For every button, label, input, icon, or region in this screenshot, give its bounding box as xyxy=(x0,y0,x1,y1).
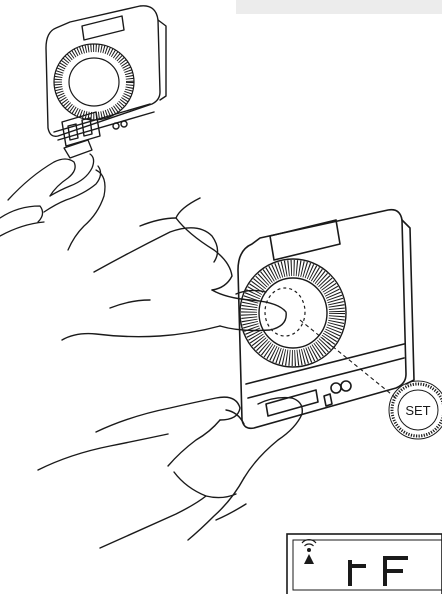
small-dial xyxy=(54,44,134,120)
set-button-label: SET xyxy=(405,403,430,418)
radio-signal-icon xyxy=(302,540,316,564)
lcd-text: rF xyxy=(379,583,381,585)
hand-small xyxy=(0,140,105,250)
hand-pressing xyxy=(62,198,286,340)
lcd-text-rf xyxy=(350,558,406,584)
large-dial xyxy=(240,259,346,367)
header-band xyxy=(236,0,442,14)
hands-holding xyxy=(38,397,302,548)
